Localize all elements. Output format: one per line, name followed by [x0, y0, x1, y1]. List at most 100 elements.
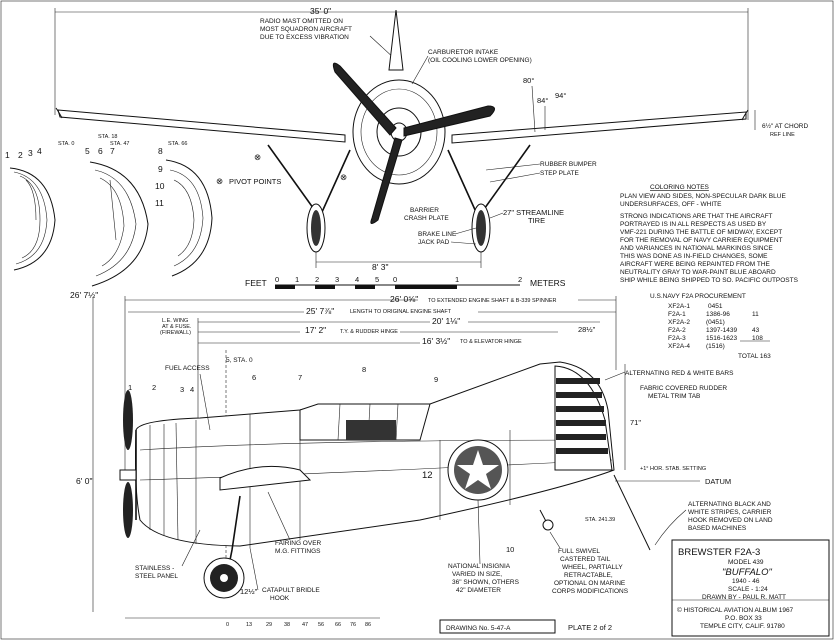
title-model: MODEL 439: [728, 559, 764, 566]
proc-r4-c0: F2A-3: [668, 335, 686, 342]
tailwheel-6: CORPS MODIFICATIONS: [552, 588, 629, 595]
radio-mast-note-1: RADIO MAST OMITTED ON: [260, 18, 343, 25]
sta-num-8: 8: [362, 365, 366, 374]
pivot-points-symbol: ⊗: [216, 176, 223, 186]
scale-seg-2: [315, 285, 335, 289]
dim-12: 12½": [240, 587, 258, 596]
elev-hinge: TO & ELEVATOR HINGE: [460, 339, 522, 345]
bsta-86: 86: [365, 622, 371, 628]
prop-side-upper: [123, 390, 133, 450]
sta0-note-2: AT & FUSE.: [162, 324, 192, 330]
jack-pad: JACK PAD: [418, 239, 450, 246]
proc-r5-c0: XF2A-4: [668, 343, 690, 350]
proc-r3-c2: 43: [752, 327, 760, 334]
sta-num-7: 7: [298, 373, 302, 382]
title-nickname: "BUFFALO": [722, 567, 772, 578]
sta-end: STA. 241.39: [585, 517, 615, 523]
bsta-38: 38: [284, 622, 290, 628]
proc-r0-c1: 0451: [708, 303, 723, 310]
sec-sta66: STA. 66: [168, 141, 187, 147]
angle-80: 80°: [523, 76, 534, 85]
tailwheel-2: CASTERED TAIL: [560, 556, 611, 563]
pivot-symbol-mid: ⊗: [340, 172, 347, 182]
ft-4: 4: [355, 275, 359, 284]
front-right-wing: [451, 111, 747, 144]
coloring-p2-8: NEUTRALITY GRAY TO WAR-PAINT BLUE ABOARD: [620, 269, 776, 276]
brake-line: BRAKE LINE: [418, 231, 457, 238]
length-orig: 25' 7⅞": [306, 306, 334, 316]
scale-seg-1: [275, 285, 295, 289]
cross-sections: 1 2 3 4 STA. 0 STA. 18 STA. 47 STA. 66 5…: [5, 134, 213, 287]
title-block: BREWSTER F2A-3 MODEL 439 "BUFFALO" 1940 …: [671, 539, 830, 637]
sec-num-9: 9: [158, 164, 163, 174]
prop-blade-upper: [332, 62, 397, 136]
scale-seg-m: [395, 285, 457, 289]
streamline-tire-2: TIRE: [528, 216, 545, 225]
stripes-2: WHITE STRIPES, CARRIER: [688, 509, 772, 516]
ft-2: 2: [315, 275, 319, 284]
proc-r1-c0: F2A-1: [668, 311, 686, 318]
title-years: 1940 - 46: [732, 578, 760, 585]
sta-num-1: 1: [128, 383, 132, 392]
coloring-p2-6: THIS WAS DONE AS IN-FIELD CHANGES, SOME: [620, 253, 768, 260]
catapult-2: HOOK: [270, 595, 290, 602]
footer: DRAWING No. 5-47-A PLATE 2 of 2: [439, 619, 612, 634]
title-block-frame: [671, 539, 830, 637]
coloring-p2-2: PORTRAYED IS IN ALL RESPECTS AS USED BY: [620, 221, 767, 228]
proc-total: TOTAL 163: [738, 353, 771, 360]
drawing-no-box: [439, 619, 556, 634]
height-left: 26' 7½": [70, 290, 98, 300]
rudder-note-2: METAL TRIM TAB: [648, 393, 700, 400]
coloring-p1-2: UNDERSURFACES, OFF - WHITE: [620, 201, 722, 208]
barrier-2: CRASH PLATE: [404, 215, 449, 222]
tailwheel-1: FULL SWIVEL: [558, 548, 600, 555]
insignia-note-4: 42" DIAMETER: [456, 587, 501, 594]
sec-sta18: STA. 18: [98, 134, 117, 140]
title-city: TEMPLE CITY, CALIF. 91780: [700, 623, 785, 630]
coloring-notes: COLORING NOTES PLAN VIEW AND SIDES, NON-…: [620, 184, 799, 284]
prop-side-lower: [123, 482, 133, 538]
carb-note-1: CARBURETOR INTAKE: [428, 49, 499, 56]
sec-num-7: 7: [110, 146, 115, 156]
sta-num-9: 9: [434, 375, 438, 384]
scale-bar: FEET 0 1 2 3 4 5 0 1 2 METERS: [245, 275, 566, 289]
span-label: 35' 0": [310, 6, 331, 16]
m-2: 2: [518, 275, 522, 284]
rubber-bumper: RUBBER BUMPER: [540, 161, 597, 168]
title-box: P.O. BOX 33: [725, 615, 762, 622]
dim-16: 16' 3½": [422, 336, 450, 346]
coloring-p2-5: AND VARIANCES IN NATIONAL MARKINGS SINCE: [620, 245, 773, 252]
prop-blade-lower: [370, 137, 403, 224]
step-plate: STEP PLATE: [540, 170, 579, 177]
bars-note: ALTERNATING RED & WHITE BARS: [625, 370, 734, 377]
sec-num-2: 2: [18, 150, 23, 160]
carb-note-2: (OIL COOLING LOWER OPENING): [428, 57, 532, 64]
stainless-2: STEEL PANEL: [135, 573, 178, 580]
proc-r3-c1: 1397-1439: [706, 327, 737, 334]
dim-28: 28½": [578, 325, 596, 334]
bsta-13: 13: [246, 622, 252, 628]
bsta-56: 56: [318, 622, 324, 628]
insignia-note-2: VARIED IN SIZE,: [452, 571, 502, 578]
num-10: 10: [506, 545, 514, 554]
insignia-star: [457, 450, 499, 489]
sta-num-6: 6: [252, 373, 256, 382]
datum-label: DATUM: [705, 477, 731, 486]
stripes-4: BASED MACHINES: [688, 525, 747, 532]
sta0-note-3: (FIREWALL): [160, 330, 191, 336]
m-1: 1: [455, 275, 459, 284]
dihedral-note-1: 6½" AT CHORD: [762, 122, 808, 130]
proc-r2-c1: (0451): [706, 319, 725, 326]
sec-num-10: 10: [155, 181, 165, 191]
length-orig-note: LENGTH TO ORIGINAL ENGINE SHAFT: [350, 309, 452, 315]
streamline-tire-1: 27" STREAMLINE: [503, 208, 564, 217]
angle-84: 84°: [537, 96, 548, 105]
stripes-3: HOOK REMOVED ON LAND: [688, 517, 773, 524]
proc-r0-c0: XF2A-1: [668, 303, 690, 310]
proc-r4-c2: 108: [752, 335, 763, 342]
bsta-76: 76: [350, 622, 356, 628]
length-ext: 26' 0⅝": [390, 294, 418, 304]
fuel-access: FUEL ACCESS: [165, 365, 210, 372]
fairing-2: M.G. FITTINGS: [275, 548, 321, 555]
sta-num-2: 2: [152, 383, 156, 392]
